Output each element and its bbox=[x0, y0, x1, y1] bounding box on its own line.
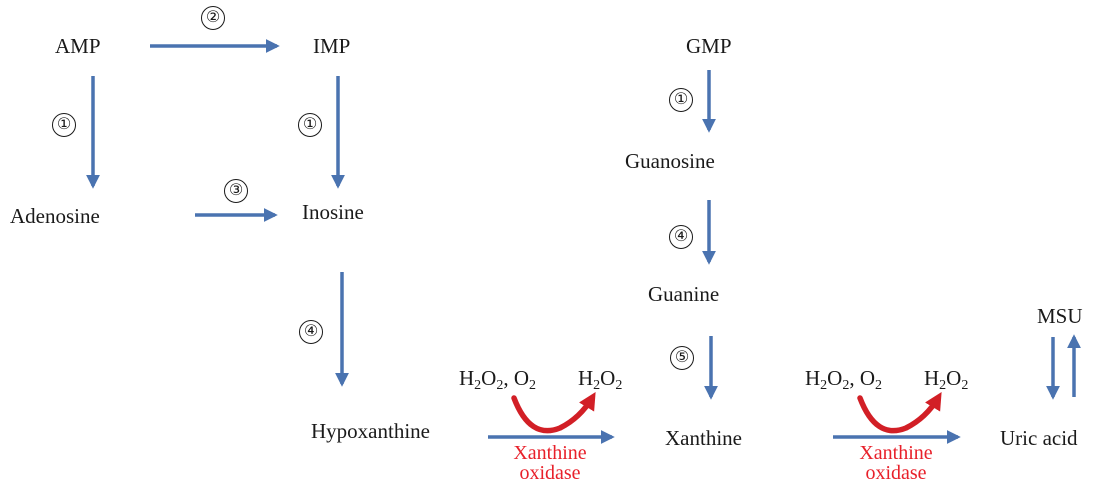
step-label-guanosine-guanine: ④ bbox=[669, 225, 693, 249]
step-label-adenosine-inosine: ③ bbox=[224, 179, 248, 203]
step-label-guanine-xanthine: ⑤ bbox=[670, 346, 694, 370]
reaction1-reactants: H2O2, O2 bbox=[459, 366, 537, 393]
node-guanosine: Guanosine bbox=[625, 149, 715, 173]
step-label-amp-imp: ② bbox=[201, 6, 225, 30]
reaction2-enzyme-label: Xanthine oxidase bbox=[859, 442, 933, 484]
node-gmp: GMP bbox=[686, 34, 732, 58]
node-inosine: Inosine bbox=[302, 200, 364, 224]
node-guanine: Guanine bbox=[648, 282, 720, 306]
curved-arrow-reaction1 bbox=[511, 391, 596, 434]
curved-arrow-reaction2 bbox=[857, 391, 942, 434]
reaction2-products: H2O2 bbox=[924, 366, 969, 393]
node-amp: AMP bbox=[55, 34, 101, 58]
reaction1-products: H2O2 bbox=[578, 366, 623, 393]
step-label-imp-inosine: ① bbox=[298, 113, 322, 137]
step-label-inosine-hypoxanthine: ④ bbox=[299, 320, 323, 344]
node-uric-acid: Uric acid bbox=[1000, 426, 1078, 450]
node-xanthine: Xanthine bbox=[665, 426, 742, 450]
reaction1-enzyme-label: Xanthine oxidase bbox=[513, 442, 587, 484]
step-label-gmp-guanosine: ① bbox=[669, 88, 693, 112]
step-label-amp-adenosine: ① bbox=[52, 113, 76, 137]
node-hypoxanthine: Hypoxanthine bbox=[311, 419, 430, 443]
node-msu: MSU bbox=[1037, 304, 1083, 328]
node-adenosine: Adenosine bbox=[10, 204, 100, 228]
node-imp: IMP bbox=[313, 34, 351, 58]
reaction2-reactants: H2O2, O2 bbox=[805, 366, 883, 393]
